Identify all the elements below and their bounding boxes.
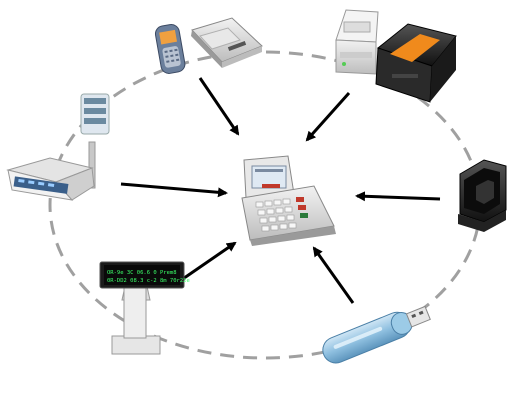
pos-terminal-icon — [241, 155, 336, 246]
arrows — [120, 77, 441, 304]
display-line-2: 0R-DD2 08.3 c-2 8m 70r22e — [107, 278, 190, 284]
mobile-phone-icon — [154, 24, 186, 74]
arrow-from-scanner — [355, 191, 441, 202]
card-reader-icon — [191, 17, 263, 68]
receipt-printer-black-icon — [375, 23, 457, 103]
arrow-from-printer — [305, 92, 351, 142]
arrow-from-card-reader — [198, 77, 240, 136]
customer-display-icon: OR-9e 3C 06.6 0 Prem8 0R-DD2 08.3 c-2 8m… — [99, 261, 190, 355]
receipt-printer-white-icon — [335, 9, 379, 75]
weighing-scale-icon — [6, 93, 110, 201]
arrow-from-scale — [120, 182, 228, 198]
barcode-scanner-icon — [458, 159, 507, 232]
usb-flash-drive-icon — [322, 305, 431, 364]
display-line-1: OR-9e 3C 06.6 0 Prem8 — [107, 270, 177, 276]
arrow-from-usb — [312, 246, 355, 304]
